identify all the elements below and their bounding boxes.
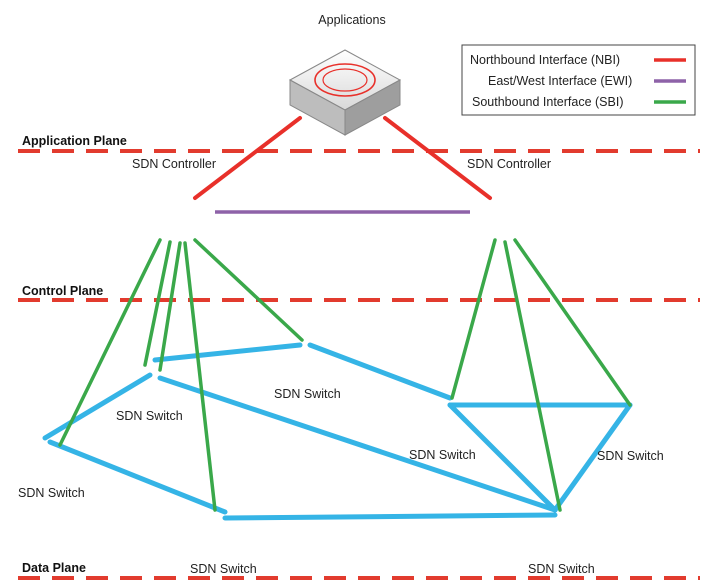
data-link: [447, 402, 558, 513]
switch-label: SDN Switch: [274, 387, 341, 401]
sbi-link: [503, 240, 562, 512]
switch-label: SDN Switch: [409, 448, 476, 462]
switch-label: SDN Switch: [18, 486, 85, 500]
data-link: [307, 342, 453, 401]
data-link: [222, 512, 558, 521]
sbi-link: [158, 241, 182, 372]
switch-label: SDN Switch: [190, 562, 257, 576]
data-link: [42, 372, 153, 441]
data-plane-label: Data Plane: [22, 561, 86, 575]
data-link: [157, 375, 558, 513]
legend-label-sbi: Southbound Interface (SBI): [472, 95, 623, 109]
legend-label-nbi: Northbound Interface (NBI): [470, 53, 620, 67]
data-link: [152, 342, 303, 363]
data-link: [47, 439, 228, 515]
northbound-links: [193, 116, 492, 200]
southbound-links: [58, 238, 632, 512]
sbi-link: [513, 238, 632, 407]
switch-label: SDN Switch: [528, 562, 595, 576]
legend: Northbound Interface (NBI) East/West Int…: [461, 44, 696, 116]
nbi-link: [383, 116, 492, 200]
applications-server-icon[interactable]: [288, 49, 402, 136]
application-plane-label: Application Plane: [22, 134, 127, 148]
nbi-link: [193, 116, 302, 200]
control-plane-label: Control Plane: [22, 284, 103, 298]
sbi-link: [450, 238, 497, 400]
data-link: [552, 402, 633, 513]
sbi-link: [183, 241, 217, 512]
sbi-link: [143, 240, 172, 367]
sbi-link: [193, 238, 304, 342]
legend-label-ewi: East/West Interface (EWI): [488, 74, 632, 88]
switch-label: SDN Switch: [116, 409, 183, 423]
controller-label-left: SDN Controller: [132, 157, 216, 171]
controller-label-right: SDN Controller: [467, 157, 551, 171]
switch-label: SDN Switch: [597, 449, 664, 463]
sbi-link: [58, 238, 162, 447]
applications-label: Applications: [318, 13, 385, 27]
